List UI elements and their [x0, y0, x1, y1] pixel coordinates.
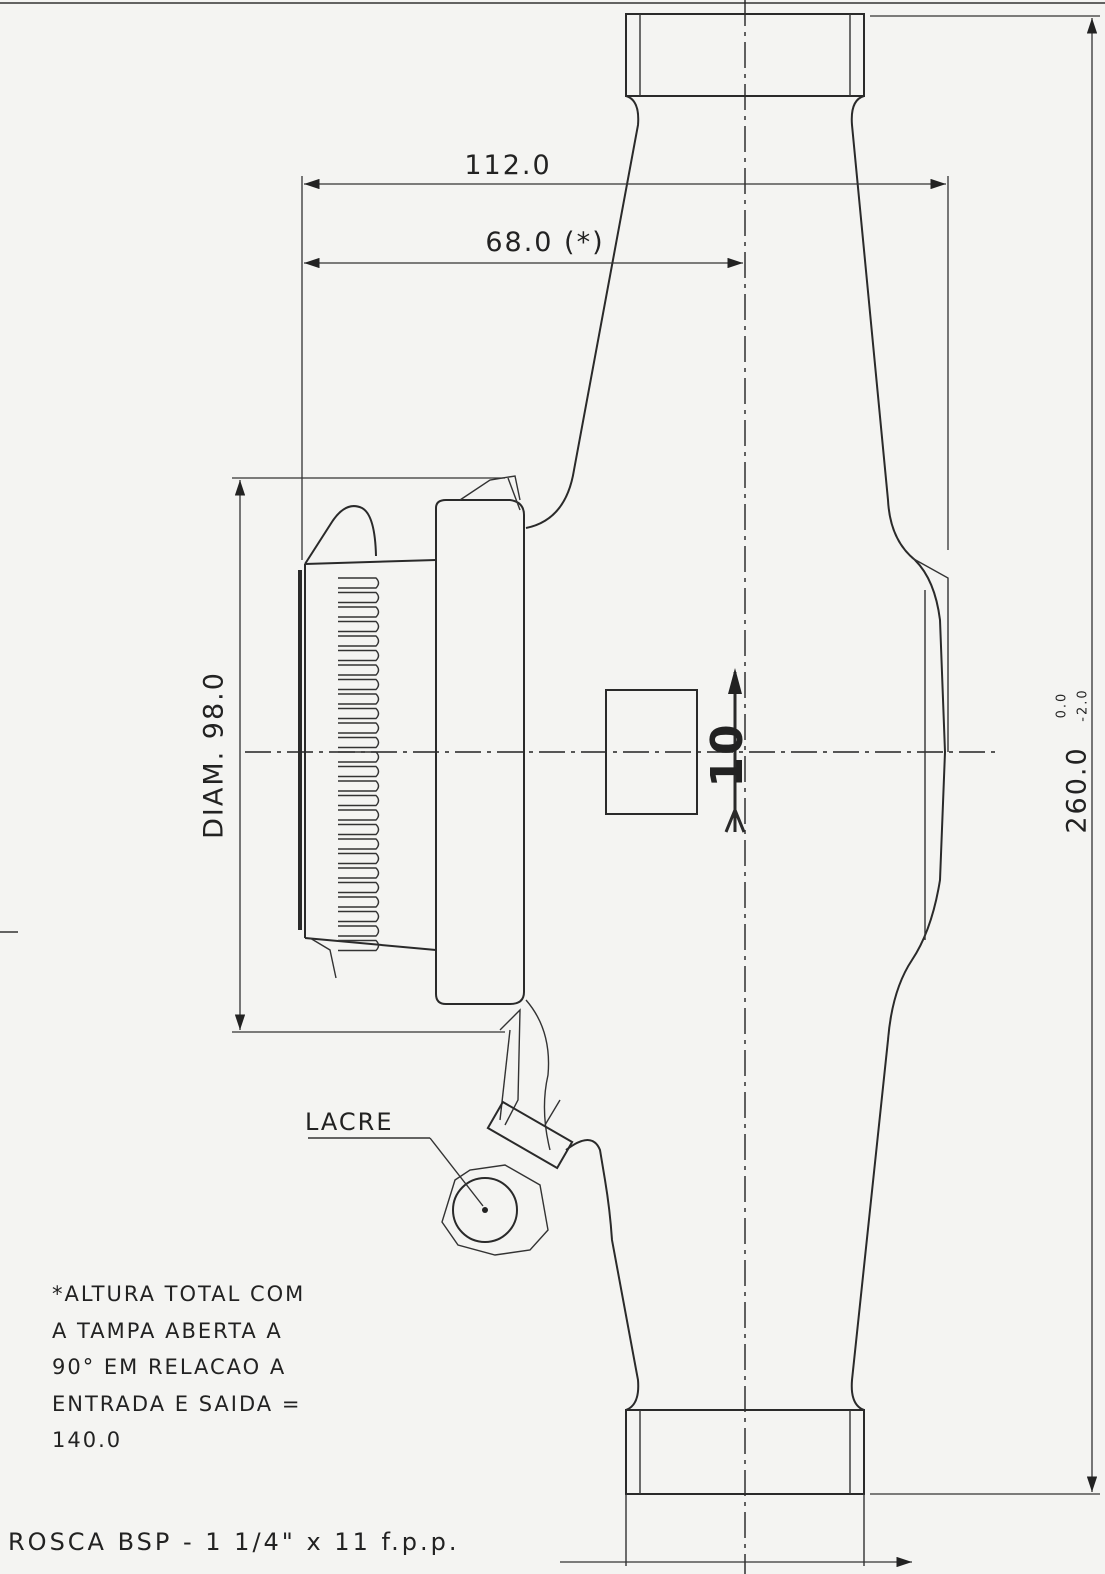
seal-label: LACRE — [305, 1108, 394, 1136]
gear-tooth — [338, 910, 380, 923]
register-housing — [298, 475, 525, 1005]
gear-tooth — [338, 838, 380, 850]
dimension-length — [870, 15, 1100, 1495]
dimension-diameter — [232, 477, 505, 1033]
dimension-height-total-label: 112.0 — [464, 150, 551, 181]
gear-tooth — [338, 896, 380, 908]
seal-assembly — [308, 1008, 574, 1256]
dimension-height-body-label: 68.0 (*) — [485, 227, 604, 258]
flow-arrow — [724, 668, 746, 833]
dimension-diameter-label: DIAM. 98.0 — [199, 671, 230, 839]
dimension-length-tolerance-lower: -2.0 — [1076, 688, 1091, 721]
gear-tooth — [338, 635, 380, 647]
gear-tooth — [338, 722, 380, 734]
gear-tooth — [338, 780, 380, 792]
gear-tooth — [338, 765, 380, 778]
dimension-height-total — [301, 176, 949, 560]
meter-body — [525, 13, 949, 1566]
flow-marker-label: 10 — [702, 722, 753, 787]
gear-tooth — [338, 736, 380, 749]
gear-tooth — [338, 707, 380, 720]
gear-tooth — [338, 939, 380, 952]
gear-tooth — [338, 693, 380, 705]
dimension-length-label: 260.0 — [1062, 746, 1093, 833]
gear-tooth — [338, 881, 380, 894]
gear-tooth — [338, 620, 380, 633]
gear-tooth — [338, 678, 380, 691]
gear-tooth — [338, 649, 380, 662]
flow-marker-box — [605, 689, 698, 815]
gear-tooth — [338, 664, 380, 676]
gear-tooth — [338, 823, 380, 836]
gear-tooth — [338, 794, 380, 807]
gear-tooth — [338, 606, 380, 618]
gear-tooth — [338, 751, 380, 763]
gear-tooth — [338, 867, 380, 879]
gear-tooth — [338, 809, 380, 821]
height-note: *ALTURA TOTAL COM A TAMPA ABERTA A 90° E… — [52, 1282, 306, 1452]
register-gear-teeth — [338, 577, 380, 952]
dimension-length-tolerance-upper: 0.0 — [1055, 692, 1070, 719]
thread-spec: ROSCA BSP - 1 1/4" x 11 f.p.p. — [8, 1528, 460, 1556]
gear-tooth — [338, 852, 380, 865]
gear-tooth — [338, 925, 380, 937]
gear-tooth — [338, 591, 380, 604]
gear-tooth — [338, 577, 380, 589]
